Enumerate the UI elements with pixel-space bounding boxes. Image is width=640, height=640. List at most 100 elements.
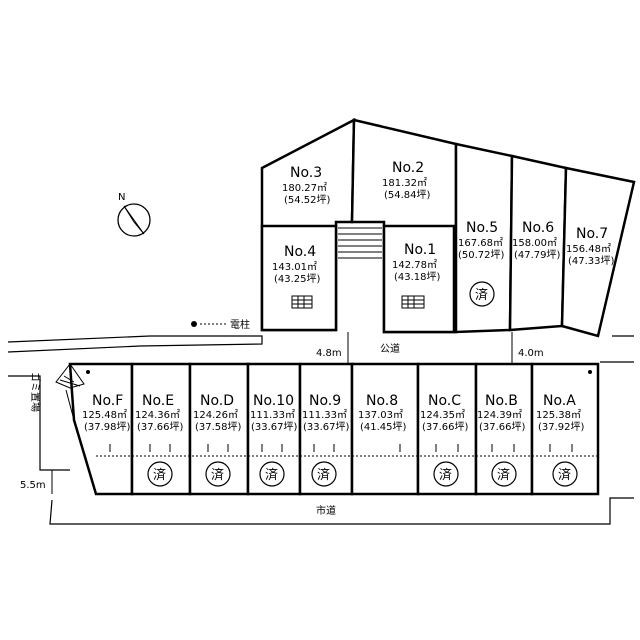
- sold-marker-noB: 済: [491, 461, 517, 487]
- lot-no-text: No.8: [366, 393, 398, 409]
- sold-marker-noD: 済: [205, 461, 231, 487]
- lot-tsubo-text: (54.84坪): [384, 188, 431, 201]
- lot-no4[interactable]: [260, 224, 338, 332]
- lot-sqm-text: 125.38㎡: [536, 409, 581, 421]
- lot-no-text: No.C: [428, 393, 461, 409]
- lot-sqm-text: 124.26㎡: [193, 409, 238, 421]
- lot-no-text: No.7: [576, 226, 608, 242]
- lot-label-no1: No.1 142.78㎡ (43.18坪): [392, 242, 441, 283]
- lot-tsubo-text: (37.98坪): [84, 420, 131, 433]
- lot-sqm-text: 124.36㎡: [135, 409, 180, 421]
- lot-tsubo-text: (43.25坪): [274, 272, 321, 285]
- lot-sqm-text: 167.68㎡: [458, 237, 503, 249]
- width-dimensions: [51, 332, 513, 494]
- svg-text:済: 済: [558, 467, 571, 483]
- lot-no-text: No.4: [284, 244, 316, 260]
- width-bottom-left-label: 5.5m: [20, 480, 46, 491]
- width-left-label: 4.8m: [316, 348, 342, 359]
- lot-tsubo-text: (37.66坪): [422, 420, 469, 433]
- lot-sqm-text: 143.01㎡: [272, 261, 317, 273]
- svg-text:済: 済: [475, 287, 488, 303]
- lot-label-no6: No.6 158.00㎡ (47.79坪): [512, 220, 561, 261]
- lot-label-no7: No.7 156.48㎡ (47.33坪): [566, 226, 615, 267]
- lot-label-noB: No.B 124.39㎡ (37.66坪): [477, 393, 526, 433]
- lot-tsubo-text: (37.58坪): [195, 420, 242, 433]
- lot-no-text: No.F: [92, 393, 123, 409]
- corner-dots: [86, 370, 592, 374]
- lot-no-text: No.10: [253, 393, 294, 409]
- north-label: N: [118, 192, 125, 203]
- lot-sqm-text: 111.33㎡: [250, 409, 295, 421]
- lot-sqm-text: 181.32㎡: [382, 177, 427, 189]
- public-road-label: 公道: [380, 342, 400, 355]
- lot-no-text: No.2: [392, 160, 424, 176]
- sold-marker-noC: 済: [433, 461, 459, 487]
- lot-no1[interactable]: [382, 224, 456, 334]
- lot-no7[interactable]: [560, 166, 636, 338]
- lot-label-noF: No.F 125.48㎡ (37.98坪): [82, 393, 131, 433]
- lot-label-no9: No.9 111.33㎡ (33.67坪): [302, 393, 350, 433]
- svg-text:済: 済: [265, 467, 278, 483]
- svg-text:済: 済: [153, 467, 166, 483]
- lot-no-text: No.9: [309, 393, 341, 409]
- lot-sqm-text: 158.00㎡: [512, 237, 557, 249]
- lot-tsubo-text: (47.79坪): [514, 248, 561, 261]
- garbage-station: [55, 363, 85, 421]
- svg-text:済: 済: [317, 467, 330, 483]
- sold-marker-noE: 済: [147, 461, 173, 487]
- lot-label-no5: No.5 167.68㎡ (50.72坪): [458, 220, 505, 261]
- lot-sqm-text: 124.39㎡: [477, 409, 522, 421]
- garbage-label: ゴミ置場: [29, 372, 42, 412]
- sold-marker-no10: 済: [259, 461, 285, 487]
- utility-pole: [191, 321, 228, 327]
- lot-tsubo-text: (50.72坪): [458, 248, 505, 261]
- lot-tsubo-text: (33.67坪): [251, 420, 298, 433]
- lot-tsubo-text: (41.45坪): [360, 420, 407, 433]
- utility-pole-label: 電柱: [230, 318, 250, 331]
- svg-text:済: 済: [497, 467, 510, 483]
- svg-text:済: 済: [211, 467, 224, 483]
- city-road-label: 市道: [316, 504, 336, 517]
- road-edges: [7, 335, 634, 525]
- north-arrow: [117, 203, 151, 237]
- lot-label-noD: No.D 124.26㎡ (37.58坪): [193, 393, 242, 433]
- lot-no-text: No.B: [485, 393, 518, 409]
- lot-label-no3: No.3 180.27㎡ (54.52坪): [282, 165, 331, 206]
- sold-marker-no9: 済: [311, 461, 337, 487]
- sold-marker-no5: 済: [469, 281, 495, 307]
- lot-tsubo-text: (37.92坪): [538, 420, 585, 433]
- lot-sqm-text: 180.27㎡: [282, 182, 327, 194]
- lot-label-no8: No.8 137.03㎡ (41.45坪): [358, 393, 407, 433]
- lot-label-noE: No.E 124.36㎡ (37.66坪): [135, 393, 184, 433]
- sold-marker-noA: 済: [552, 461, 578, 487]
- lot-sqm-text: 124.35㎡: [420, 409, 465, 421]
- lot-tsubo-text: (54.52坪): [284, 193, 331, 206]
- lot-label-no4: No.4 143.01㎡ (43.25坪): [272, 244, 321, 285]
- lot-label-noC: No.C 124.35㎡ (37.66坪): [420, 393, 469, 433]
- lot-noF[interactable]: [68, 362, 134, 496]
- width-right-label: 4.0m: [518, 348, 544, 359]
- lot-label-noA: No.A 125.38㎡ (37.92坪): [536, 393, 585, 433]
- lot-tsubo-text: (33.67坪): [303, 420, 350, 433]
- setback-line: [96, 444, 598, 457]
- lot-tsubo-text: (37.66坪): [137, 420, 184, 433]
- lot-sqm-text: 156.48㎡: [566, 243, 611, 255]
- lot-label-no2: No.2 181.32㎡ (54.84坪): [382, 160, 431, 201]
- lot-tsubo-text: (47.33坪): [568, 254, 615, 267]
- lot-no-text: No.A: [543, 393, 576, 409]
- lot-sqm-text: 137.03㎡: [358, 409, 403, 421]
- lot-no-text: No.3: [290, 165, 322, 181]
- lot-no-text: No.1: [404, 242, 436, 258]
- stairs: [338, 227, 382, 259]
- lot-no-text: No.5: [466, 220, 498, 236]
- lot-no-text: No.D: [200, 393, 234, 409]
- svg-text:済: 済: [439, 467, 452, 483]
- lot-no-text: No.E: [142, 393, 174, 409]
- lot-label-no10: No.10 111.33㎡ (33.67坪): [250, 393, 298, 433]
- lot-tsubo-text: (43.18坪): [394, 270, 441, 283]
- lot-tsubo-text: (37.66坪): [479, 420, 526, 433]
- lot-sqm-text: 125.48㎡: [82, 409, 127, 421]
- lot-sqm-text: 142.78㎡: [392, 259, 437, 271]
- lot-no-text: No.6: [522, 220, 554, 236]
